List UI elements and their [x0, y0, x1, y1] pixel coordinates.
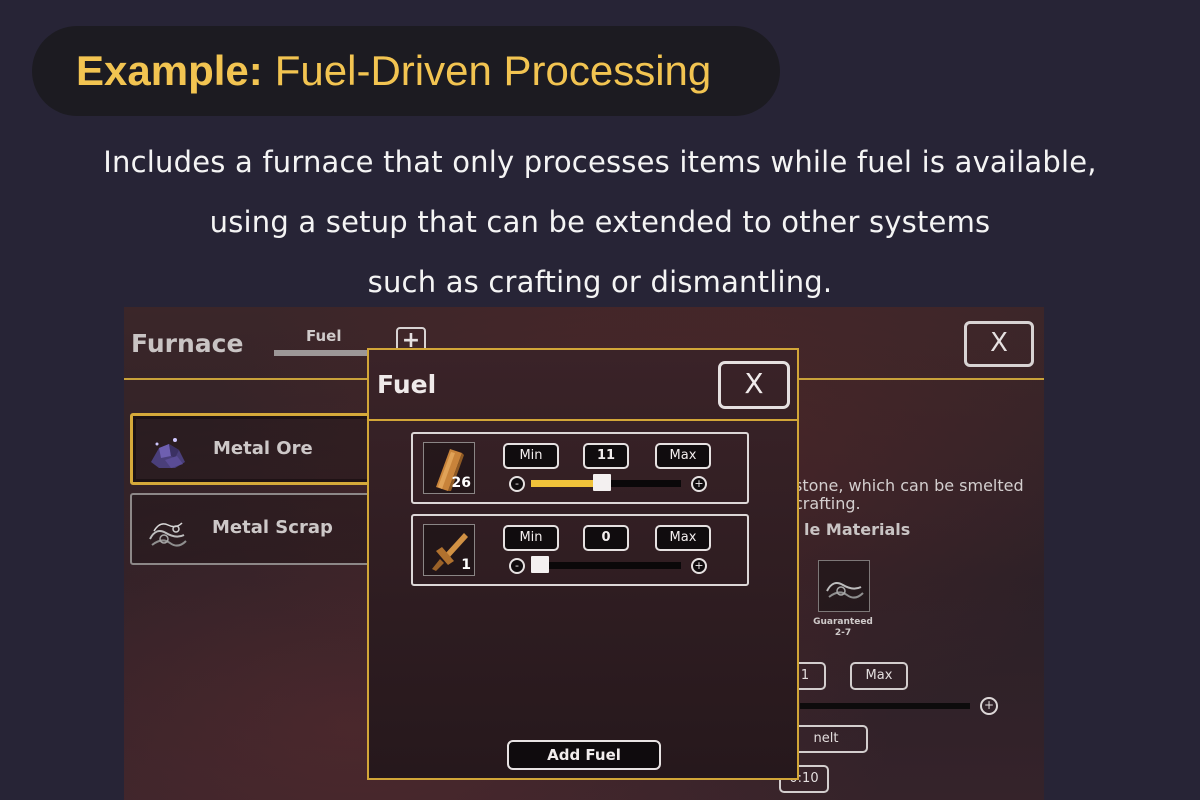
metal-scrap-icon	[826, 582, 864, 599]
fuel-amount-input[interactable]: 0	[583, 525, 629, 551]
fuel-count: 1	[461, 557, 471, 573]
materials-heading: le Materials	[804, 520, 911, 539]
slider-thumb[interactable]	[531, 556, 549, 573]
fuel-count: 26	[451, 475, 471, 491]
fuel-row-wood: 26 Min 11 Max - +	[411, 432, 749, 504]
banner-title: Fuel-Driven Processing	[274, 47, 712, 94]
list-item-metal-ore[interactable]: Metal Ore	[130, 413, 380, 485]
increase-button[interactable]: +	[691, 476, 707, 492]
max-button[interactable]: Max	[850, 662, 908, 690]
slider-thumb[interactable]	[592, 474, 611, 491]
increase-button[interactable]: +	[691, 558, 707, 574]
max-button[interactable]: Max	[655, 443, 711, 469]
description-text: crafting.	[794, 494, 861, 513]
furnace-title: Furnace	[131, 329, 244, 358]
metal-scrap-icon	[149, 522, 187, 547]
add-fuel-button[interactable]: Add Fuel	[507, 740, 661, 770]
material-slot	[818, 560, 870, 612]
decrease-button[interactable]: -	[509, 476, 525, 492]
fuel-row-sword: 1 Min 0 Max - +	[411, 514, 749, 586]
min-button[interactable]: Min	[503, 525, 559, 551]
fuel-bar	[274, 350, 394, 356]
decrease-button[interactable]: -	[509, 558, 525, 574]
item-name: Metal Scrap	[212, 517, 333, 538]
max-button[interactable]: Max	[655, 525, 711, 551]
modal-close-button[interactable]: X	[718, 361, 790, 409]
quantity-slider-track[interactable]	[800, 703, 970, 709]
material-yield: Guaranteed 2-7	[804, 617, 882, 639]
material-range: 2-7	[834, 628, 852, 638]
feature-description: Includes a furnace that only processes i…	[0, 132, 1200, 312]
game-screenshot: Furnace Fuel + X Metal Ore Metal Scrap s…	[124, 307, 1044, 800]
fuel-label: Fuel	[306, 327, 342, 345]
description-line: Includes a furnace that only processes i…	[103, 145, 1097, 179]
banner-prefix: Example:	[76, 47, 263, 94]
metal-ore-icon	[151, 438, 185, 468]
furnace-close-button[interactable]: X	[964, 321, 1034, 367]
description-text: stone, which can be smelted	[794, 476, 1024, 495]
fuel-slider[interactable]	[531, 474, 681, 491]
fuel-slider[interactable]	[531, 556, 681, 573]
list-item-metal-scrap[interactable]: Metal Scrap	[130, 493, 380, 565]
increase-button[interactable]: +	[980, 697, 998, 715]
wood-plank-icon: 26	[423, 442, 475, 494]
slider-fill	[531, 480, 602, 487]
example-banner: Example: Fuel-Driven Processing	[32, 26, 780, 116]
item-description: stone, which can be smelted crafting.	[794, 477, 1024, 513]
item-name: Metal Ore	[213, 438, 313, 459]
modal-title: Fuel	[377, 370, 437, 399]
wooden-sword-icon: 1	[423, 524, 475, 576]
modal-divider	[369, 419, 797, 421]
min-button[interactable]: Min	[503, 443, 559, 469]
description-line: such as crafting or dismantling.	[367, 265, 833, 299]
description-line: using a setup that can be extended to ot…	[209, 205, 991, 239]
fuel-modal: Fuel X 26 Min 11 Max - +	[367, 348, 799, 780]
material-label: Guaranteed	[813, 617, 873, 627]
fuel-amount-input[interactable]: 11	[583, 443, 629, 469]
